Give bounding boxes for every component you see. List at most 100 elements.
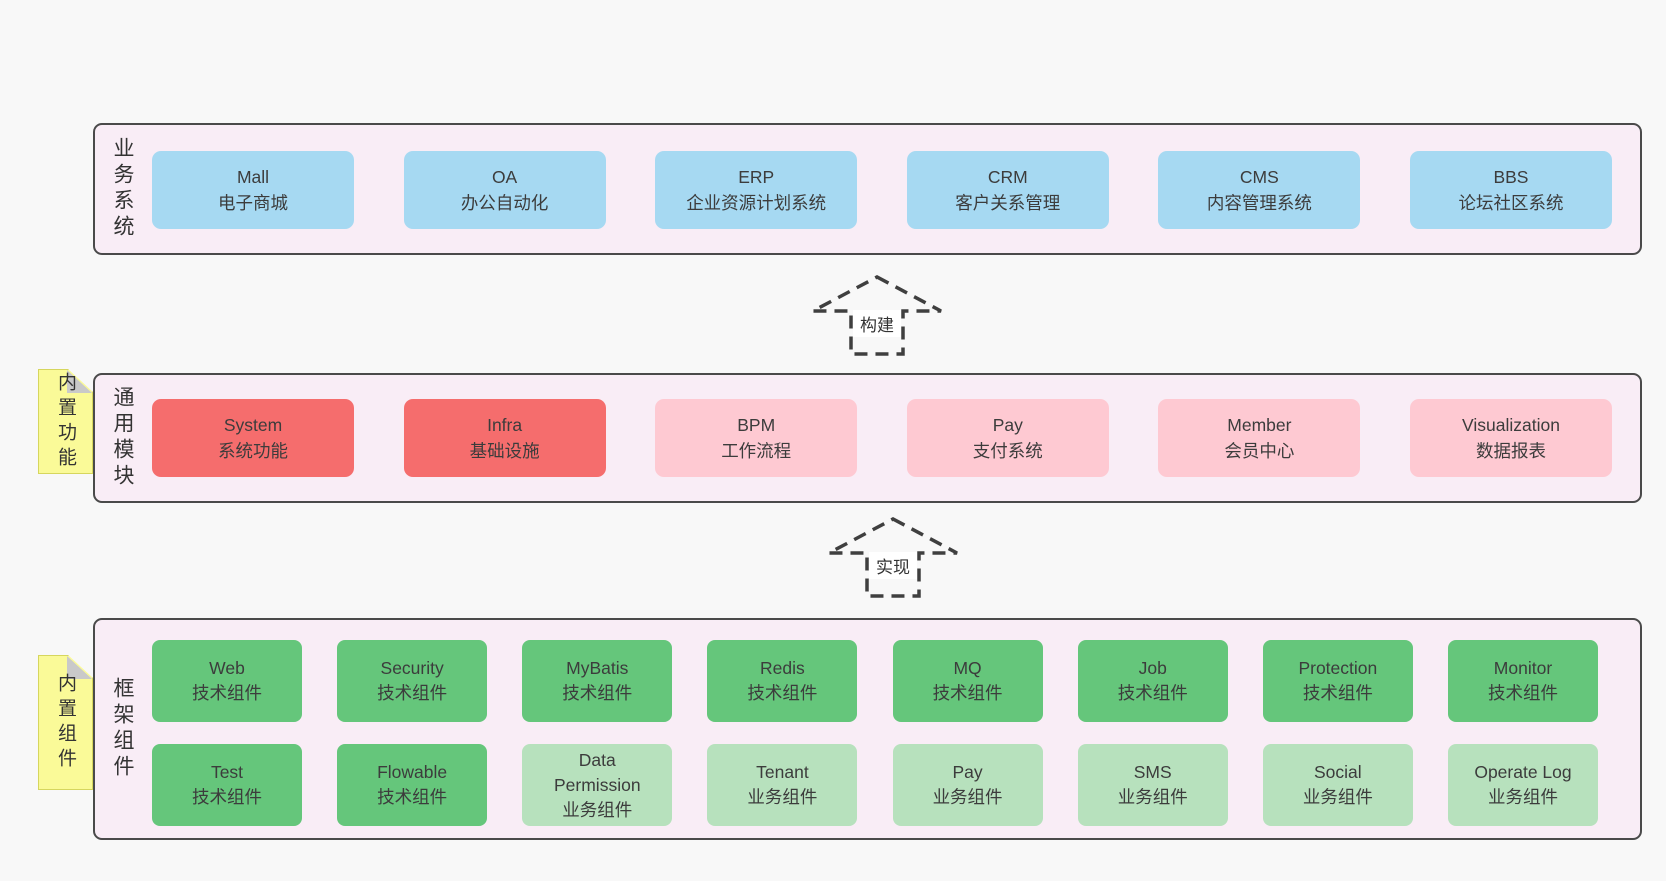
box-title: Protection: [1298, 658, 1378, 678]
box-test: Test 技术组件: [152, 744, 302, 826]
business-boxes-row: Mall 电子商城 OA 办公自动化 ERP 企业资源计划系统 CRM 客户关系…: [152, 151, 1612, 229]
box-title: Infra: [487, 415, 523, 435]
box-subtitle: 业务组件: [932, 787, 1003, 807]
layer-framework-label: 框架组件: [111, 677, 134, 781]
box-title: Social: [1314, 762, 1362, 782]
box-subtitle: 技术组件: [562, 683, 633, 703]
build-arrow-label: 构建: [853, 310, 901, 337]
box-subtitle: 论坛社区系统: [1458, 193, 1564, 213]
box-title: System: [223, 415, 283, 435]
layer-framework-components: 框架组件 Web 技术组件 Security 技术组件 MyBatis 技术组件…: [93, 618, 1642, 840]
box-title: CMS: [1239, 167, 1279, 187]
box-crm: CRM 客户关系管理: [906, 151, 1109, 229]
implement-arrow: 实现: [827, 516, 959, 600]
box-subtitle: 技术组件: [1117, 683, 1188, 703]
box-title: OA: [491, 167, 518, 187]
box-web: Web 技术组件: [152, 640, 302, 722]
framework-boxes-row-1: Web 技术组件 Security 技术组件 MyBatis 技术组件 Redi…: [152, 640, 1598, 722]
box-title: Data Permission: [554, 749, 641, 795]
modules-boxes-row: System 系统功能 Infra 基础设施 BPM 工作流程 Pay 支付系统…: [152, 399, 1612, 477]
box-bpm: BPM 工作流程: [655, 399, 858, 477]
box-subtitle: 会员中心: [1224, 441, 1295, 461]
box-subtitle: 基础设施: [469, 441, 540, 461]
box-job: Job 技术组件: [1077, 640, 1228, 722]
layer-business-systems: 业务系统 Mall 电子商城 OA 办公自动化 ERP 企业资源计划系统 CRM…: [93, 123, 1642, 255]
box-subtitle: 业务组件: [562, 799, 633, 820]
box-title: CRM: [987, 167, 1028, 187]
box-flowable: Flowable 技术组件: [337, 744, 488, 826]
box-title: Test: [210, 762, 244, 782]
box-sms: SMS 业务组件: [1077, 744, 1228, 826]
sticky-text: 内置组件: [55, 672, 76, 773]
box-subtitle: 业务组件: [1117, 787, 1188, 807]
box-bbs: BBS 论坛社区系统: [1409, 151, 1612, 229]
box-subtitle: 工作流程: [721, 441, 792, 461]
box-title: Pay: [952, 762, 983, 782]
box-system: System 系统功能: [152, 399, 354, 477]
box-title: BBS: [1493, 167, 1529, 187]
box-title: MyBatis: [566, 658, 629, 678]
box-subtitle: 技术组件: [377, 787, 448, 807]
box-infra: Infra 基础设施: [403, 399, 606, 477]
sticky-text: 内置功能: [55, 371, 76, 472]
box-subtitle: 技术组件: [1487, 683, 1558, 703]
box-mybatis: MyBatis 技术组件: [522, 640, 673, 722]
box-title: Flowable: [377, 762, 448, 782]
box-subtitle: 技术组件: [1302, 683, 1373, 703]
box-subtitle: 客户关系管理: [955, 193, 1061, 213]
box-cms: CMS 内容管理系统: [1158, 151, 1361, 229]
box-title: Monitor: [1493, 658, 1553, 678]
box-subtitle: 内容管理系统: [1206, 193, 1312, 213]
box-subtitle: 数据报表: [1475, 441, 1546, 461]
box-subtitle: 系统功能: [218, 441, 288, 461]
box-protection: Protection 技术组件: [1262, 640, 1413, 722]
sticky-note-builtin-components: 内置组件: [38, 655, 93, 790]
implement-arrow-label: 实现: [869, 552, 917, 579]
box-title: Member: [1227, 415, 1292, 435]
layer-common-modules: 通用模块 System 系统功能 Infra 基础设施 BPM 工作流程 Pay…: [93, 373, 1642, 503]
box-mall: Mall 电子商城: [152, 151, 354, 229]
box-oa: OA 办公自动化: [403, 151, 606, 229]
box-monitor: Monitor 技术组件: [1447, 640, 1598, 722]
layer-modules-label: 通用模块: [111, 386, 134, 490]
box-security: Security 技术组件: [337, 640, 488, 722]
box-subtitle: 技术组件: [192, 787, 262, 807]
box-title: Security: [380, 658, 444, 678]
box-mq: MQ 技术组件: [892, 640, 1043, 722]
box-title: MQ: [953, 658, 982, 678]
box-title: Web: [209, 658, 245, 678]
box-pay-module: Pay 支付系统: [906, 399, 1109, 477]
box-title: Pay: [992, 415, 1023, 435]
layer-business-label: 业务系统: [111, 137, 134, 241]
box-erp: ERP 企业资源计划系统: [655, 151, 858, 229]
box-title: Redis: [760, 658, 805, 678]
build-arrow: 构建: [811, 274, 943, 358]
box-subtitle: 企业资源计划系统: [686, 193, 827, 213]
box-subtitle: 技术组件: [747, 683, 818, 703]
box-subtitle: 技术组件: [377, 683, 448, 703]
box-subtitle: 业务组件: [1302, 787, 1373, 807]
box-visualization: Visualization 数据报表: [1409, 399, 1612, 477]
box-operate-log: Operate Log 业务组件: [1447, 744, 1598, 826]
box-social: Social 业务组件: [1262, 744, 1413, 826]
box-title: Job: [1138, 658, 1167, 678]
box-title: ERP: [738, 167, 775, 187]
box-subtitle: 业务组件: [1487, 787, 1558, 807]
box-tenant: Tenant 业务组件: [707, 744, 858, 826]
box-title: Mall: [236, 167, 270, 187]
box-subtitle: 技术组件: [932, 683, 1003, 703]
dashed-up-arrow-icon: [828, 517, 958, 598]
sticky-note-builtin-functions: 内置功能: [38, 369, 93, 474]
box-subtitle: 业务组件: [747, 787, 818, 807]
box-title: BPM: [737, 415, 776, 435]
box-title: Visualization: [1462, 415, 1560, 435]
box-subtitle: 技术组件: [192, 683, 262, 703]
box-pay-component: Pay 业务组件: [892, 744, 1043, 826]
box-data-permission: Data Permission 业务组件: [522, 744, 673, 826]
box-title: Tenant: [756, 762, 809, 782]
box-redis: Redis 技术组件: [707, 640, 858, 722]
box-subtitle: 电子商城: [218, 193, 288, 213]
box-subtitle: 支付系统: [972, 441, 1043, 461]
framework-boxes-row-2: Test 技术组件 Flowable 技术组件 Data Permission …: [152, 744, 1598, 826]
